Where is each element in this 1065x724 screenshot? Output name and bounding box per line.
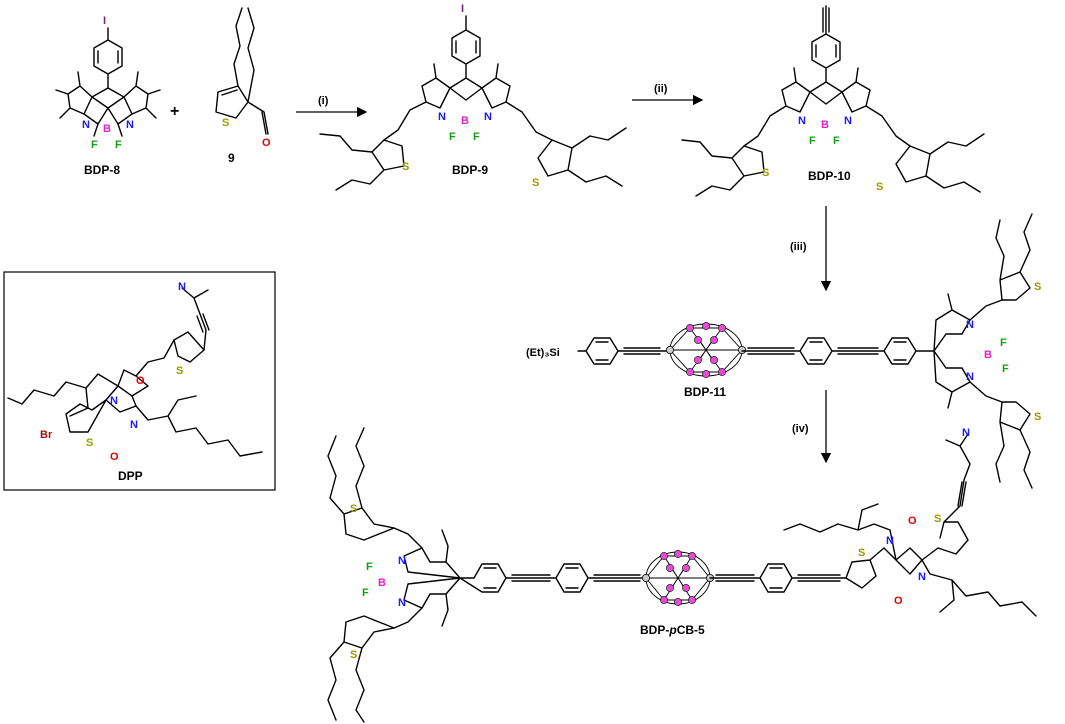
atom-f: F [115, 139, 122, 151]
tes-group: (Et)₃Si [526, 347, 560, 359]
atom-s: S [858, 547, 865, 559]
atom-n: N [178, 281, 186, 293]
atom-f: F [449, 131, 456, 143]
atom-s: S [222, 117, 229, 129]
atom-s: S [762, 167, 769, 179]
atom-n: N [398, 555, 406, 567]
label-bdp10: BDP-10 [808, 169, 851, 183]
atom-f: F [1002, 363, 1009, 375]
atom-f: F [366, 561, 373, 573]
label-9: 9 [228, 151, 235, 165]
atom-n: N [966, 371, 974, 383]
atom-b: B [984, 349, 992, 361]
label-bdp-pcb5-suffix: CB-5 [677, 623, 705, 637]
atom-n: N [966, 319, 974, 331]
atom-s: S [1034, 281, 1041, 293]
atom-s: S [86, 437, 93, 449]
label-bdp-pcb5-prefix: BDP- [640, 623, 669, 637]
molecule-9: S O [215, 7, 271, 149]
plus-sign: + [170, 103, 179, 120]
carborane-cage [666, 322, 747, 378]
label-bdp9: BDP-9 [452, 163, 488, 177]
atom-n: N [130, 419, 138, 431]
molecule-bdp11: (Et)₃Si N N B F F S S [526, 213, 1041, 489]
atom-s: S [934, 513, 941, 525]
step-iii-label: (iii) [790, 241, 807, 253]
label-bdp-pcb5: BDP-pCB-5 [640, 623, 705, 637]
atom-f: F [1000, 337, 1007, 349]
atom-n: N [438, 111, 446, 123]
atom-n: N [484, 111, 492, 123]
atom-n: N [844, 115, 852, 127]
molecule-bdp9: I N N B F F S S [319, 3, 627, 191]
atom-s: S [176, 365, 183, 377]
carborane-cage [642, 550, 715, 606]
atom-s: S [350, 503, 357, 515]
atom-br: Br [40, 429, 53, 441]
atom-b: B [821, 119, 829, 131]
atom-s: S [1034, 411, 1041, 423]
step-ii-label: (ii) [654, 83, 668, 95]
label-bdp-pcb5-italic: p [668, 623, 676, 637]
label-bdp11: BDP-11 [684, 385, 726, 399]
molecule-bdp8: I N N B F F [55, 15, 161, 151]
atom-f: F [833, 135, 840, 147]
atom-n: N [110, 395, 118, 407]
atom-n: N [126, 119, 134, 131]
atom-n: N [798, 115, 806, 127]
atom-i: I [103, 15, 106, 27]
atom-b: B [461, 115, 469, 127]
atom-o: O [908, 515, 917, 527]
atom-f: F [91, 139, 98, 151]
molecule-dpp: N S O O N N S Br [7, 281, 263, 463]
atom-n: N [398, 597, 406, 609]
molecule-bdp-pcb5: N N B F F S S S N N O O S N [327, 427, 1037, 723]
label-dpp: DPP [118, 469, 143, 483]
atom-s: S [532, 177, 539, 189]
atom-f: F [809, 135, 816, 147]
label-bdp8: BDP-8 [84, 163, 120, 177]
atom-i: I [461, 3, 464, 15]
atom-n: N [82, 119, 90, 131]
atom-o: O [136, 375, 145, 387]
dpp-box [3, 271, 276, 491]
atom-n: N [886, 535, 894, 547]
atom-o: O [262, 137, 271, 149]
atom-s: S [402, 161, 409, 173]
atom-n: N [962, 427, 970, 439]
atom-b: B [378, 577, 386, 589]
atom-o: O [894, 595, 903, 607]
atom-f: F [362, 587, 369, 599]
atom-s: S [350, 649, 357, 661]
atom-s: S [876, 181, 883, 193]
step-iv-label: (iv) [792, 423, 809, 435]
molecule-bdp10: N N B F F S S [681, 5, 985, 197]
atom-b: B [103, 123, 111, 135]
atom-n: N [918, 571, 926, 583]
atom-o: O [110, 451, 119, 463]
atom-f: F [473, 131, 480, 143]
step-i-label: (i) [318, 95, 329, 107]
